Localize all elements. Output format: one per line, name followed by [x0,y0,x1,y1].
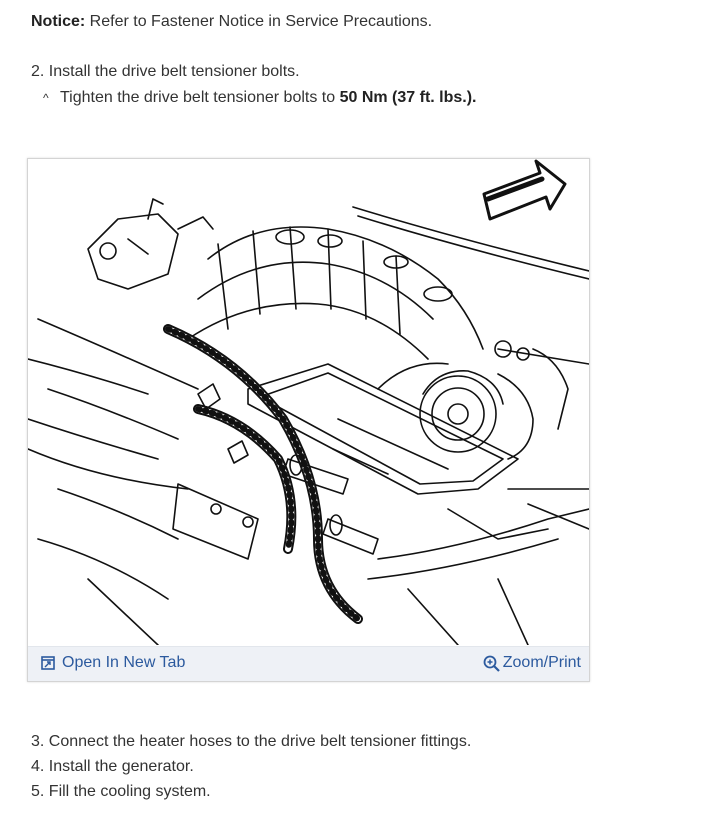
figure-container: Open In New Tab Zoom/Print [27,158,590,682]
torque-value: 50 Nm (37 ft. lbs.). [339,89,477,106]
notice-text: Refer to Fastener Notice in Service Prec… [85,13,433,30]
notice-label: Notice: [31,13,86,30]
step-2-substep: ^ Tighten the drive belt tensioner bolts … [43,88,477,108]
substep-text: Tighten the drive belt tensioner bolts t… [60,89,340,106]
substep-bullet: ^ [43,91,49,105]
zoom-print-label: Zoom/Print [502,654,581,671]
zoom-in-icon [483,655,500,672]
step-2: 2. Install the drive belt tensioner bolt… [31,63,300,80]
step-3: 3. Connect the heater hoses to the drive… [31,733,472,750]
open-new-tab-icon [41,656,55,670]
engine-diagram-image [28,159,589,645]
step-5: 5. Fill the cooling system. [31,783,211,800]
figure-toolbar: Open In New Tab Zoom/Print [28,646,589,681]
open-in-new-tab-label: Open In New Tab [62,654,186,671]
notice-paragraph: Notice: Refer to Fastener Notice in Serv… [31,12,432,32]
open-in-new-tab-link[interactable]: Open In New Tab [41,654,185,672]
step-4: 4. Install the generator. [31,758,194,775]
zoom-print-link[interactable]: Zoom/Print [483,654,581,672]
